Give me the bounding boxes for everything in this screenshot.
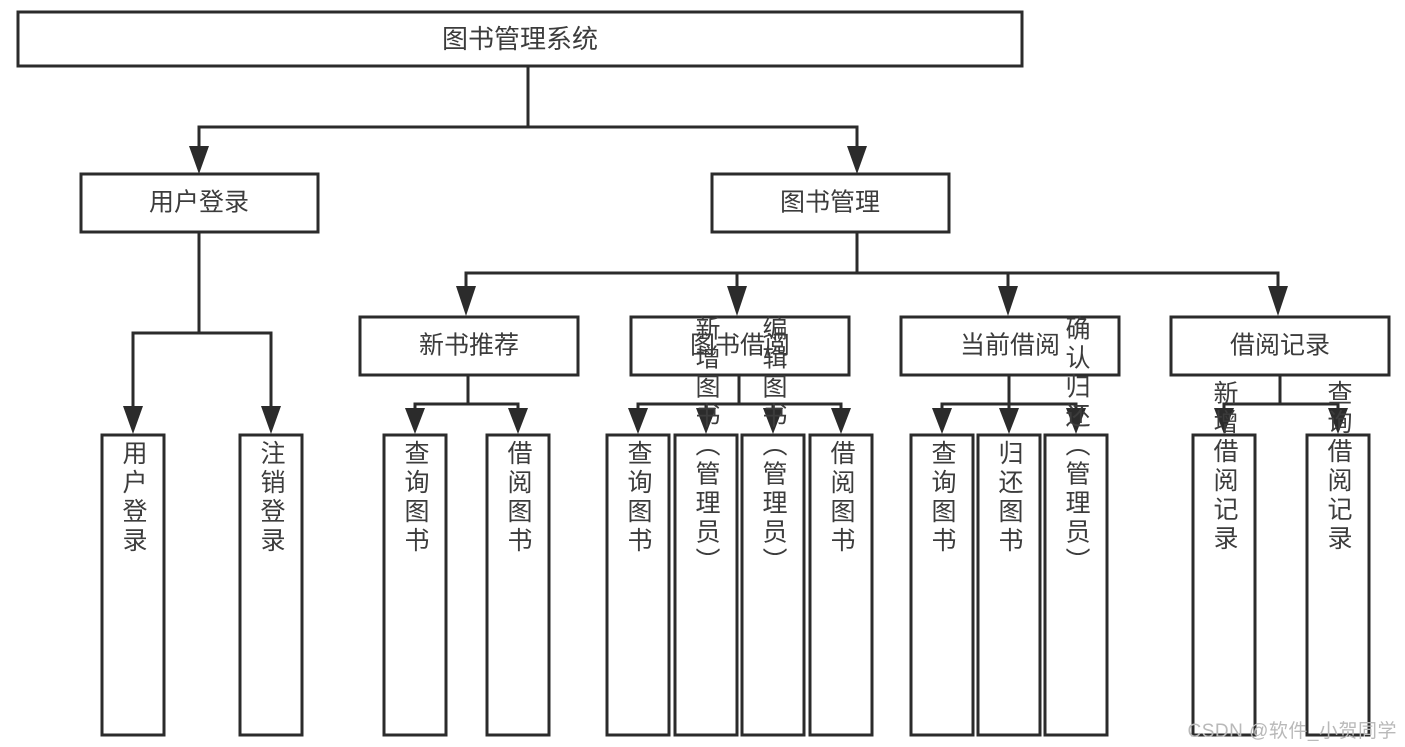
leaf-record-query-box[interactable] bbox=[1305, 433, 1371, 737]
node-current-borrow-label: 当前借阅 bbox=[960, 332, 1060, 360]
arrow-root-to-book-mgmt bbox=[847, 146, 867, 174]
arrow-book-mgmt-to-borrow bbox=[727, 286, 747, 316]
node-book-borrow-box[interactable] bbox=[629, 315, 851, 377]
arrow-book-mgmt-to-new-book bbox=[456, 286, 476, 316]
node-new-book-recommend-label: 新书推荐 bbox=[419, 332, 519, 360]
connector-layer bbox=[123, 64, 1348, 434]
leaf-current-confirm-label: 确认归还（管理员） bbox=[1062, 316, 1091, 577]
leaf-logout-label: 注销登录 bbox=[257, 440, 286, 556]
node-current-borrow-box[interactable] bbox=[899, 315, 1121, 377]
leaf-borrow-add[interactable]: 新增图书（管理员） bbox=[673, 316, 739, 737]
leaf-new-book-query-label: 查询图书 bbox=[401, 440, 430, 556]
leaf-new-book-query[interactable]: 查询图书 bbox=[382, 433, 448, 737]
node-borrow-record-box[interactable] bbox=[1169, 315, 1391, 377]
leaf-current-return[interactable]: 归还图书 bbox=[976, 433, 1042, 737]
leaf-borrow-borrow-box[interactable] bbox=[808, 433, 874, 737]
arrow-root-to-user-login bbox=[189, 146, 209, 174]
leaf-record-add-box[interactable] bbox=[1191, 433, 1257, 737]
node-root-label: 图书管理系统 bbox=[442, 24, 598, 54]
leaf-record-add[interactable]: 新增借阅记录 bbox=[1191, 380, 1257, 737]
leaf-borrow-query[interactable]: 查询图书 bbox=[605, 433, 671, 737]
leaf-borrow-edit-label: 编辑图书（管理员） bbox=[759, 316, 788, 577]
arrow-user-login-leaf-2 bbox=[261, 406, 281, 434]
arrow-borrow-leaf-4 bbox=[831, 408, 851, 434]
node-root[interactable]: 图书管理系统 bbox=[16, 10, 1024, 68]
arrow-book-mgmt-to-current bbox=[998, 286, 1018, 316]
leaf-current-confirm[interactable]: 确认归还（管理员） bbox=[1043, 316, 1109, 737]
leaf-current-confirm-box[interactable] bbox=[1043, 433, 1109, 737]
leaf-current-query-label: 查询图书 bbox=[928, 440, 957, 556]
arrow-book-mgmt-to-record bbox=[1268, 286, 1288, 316]
leaf-borrow-borrow-label: 借阅图书 bbox=[827, 440, 856, 556]
arrow-current-leaf-3 bbox=[1066, 408, 1086, 434]
node-current-borrow[interactable]: 当前借阅 bbox=[899, 315, 1121, 377]
leaf-record-query-label: 查询借阅记录 bbox=[1324, 380, 1353, 554]
leaf-record-add-label: 新增借阅记录 bbox=[1210, 380, 1239, 554]
node-borrow-record[interactable]: 借阅记录 bbox=[1169, 315, 1391, 377]
node-new-book-recommend[interactable]: 新书推荐 bbox=[358, 315, 580, 377]
leaf-user-login-box[interactable] bbox=[100, 433, 166, 737]
leaf-new-book-borrow[interactable]: 借阅图书 bbox=[485, 433, 551, 737]
arrow-record-leaf-2 bbox=[1328, 408, 1348, 434]
leaf-borrow-edit[interactable]: 编辑图书（管理员） bbox=[740, 316, 806, 737]
leaf-user-login-label: 用户登录 bbox=[119, 440, 148, 556]
leaf-current-query[interactable]: 查询图书 bbox=[909, 433, 975, 737]
arrow-current-leaf-1 bbox=[932, 408, 952, 434]
leaf-borrow-add-label: 新增图书（管理员） bbox=[692, 316, 721, 577]
arrow-borrow-leaf-2 bbox=[696, 408, 716, 434]
leaf-logout[interactable]: 注销登录 bbox=[238, 433, 304, 737]
node-book-borrow-label: 图书借阅 bbox=[690, 332, 790, 360]
node-new-book-recommend-box[interactable] bbox=[358, 315, 580, 377]
arrow-new-book-leaf-2 bbox=[508, 408, 528, 434]
leaf-current-query-box[interactable] bbox=[909, 433, 975, 737]
arrow-borrow-leaf-3 bbox=[763, 408, 783, 434]
leaf-logout-box[interactable] bbox=[238, 433, 304, 737]
leaf-borrow-edit-box[interactable] bbox=[740, 433, 806, 737]
node-book-management-box[interactable] bbox=[710, 172, 951, 234]
leaf-current-return-label: 归还图书 bbox=[995, 440, 1024, 556]
leaf-current-return-box[interactable] bbox=[976, 433, 1042, 737]
leaf-new-book-borrow-box[interactable] bbox=[485, 433, 551, 737]
leaf-borrow-add-box[interactable] bbox=[673, 433, 739, 737]
node-user-login[interactable]: 用户登录 bbox=[79, 172, 320, 234]
node-user-login-box[interactable] bbox=[79, 172, 320, 234]
leaf-borrow-query-box[interactable] bbox=[605, 433, 671, 737]
leaf-borrow-query-label: 查询图书 bbox=[624, 440, 653, 556]
node-root-box[interactable] bbox=[16, 10, 1024, 68]
node-user-login-label: 用户登录 bbox=[149, 189, 249, 217]
arrow-record-leaf-1 bbox=[1214, 408, 1234, 434]
leaf-user-login[interactable]: 用户登录 bbox=[100, 433, 166, 737]
arrow-user-login-leaf-1 bbox=[123, 406, 143, 434]
arrow-new-book-leaf-1 bbox=[405, 408, 425, 434]
node-borrow-record-label: 借阅记录 bbox=[1230, 332, 1330, 360]
leaf-borrow-borrow[interactable]: 借阅图书 bbox=[808, 433, 874, 737]
node-book-management-label: 图书管理 bbox=[780, 189, 880, 217]
node-book-management[interactable]: 图书管理 bbox=[710, 172, 951, 234]
node-book-borrow[interactable]: 图书借阅 bbox=[629, 315, 851, 377]
leaf-record-query[interactable]: 查询借阅记录 bbox=[1305, 380, 1371, 737]
leaf-new-book-borrow-label: 借阅图书 bbox=[504, 440, 533, 556]
arrow-current-leaf-2 bbox=[999, 408, 1019, 434]
arrow-borrow-leaf-1 bbox=[628, 408, 648, 434]
leaf-new-book-query-box[interactable] bbox=[382, 433, 448, 737]
